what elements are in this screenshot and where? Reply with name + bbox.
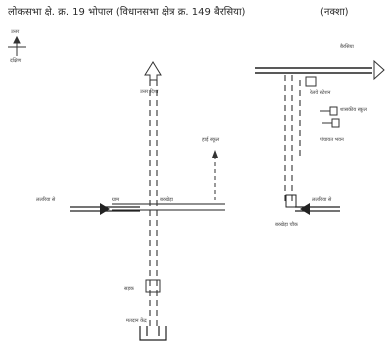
school-building-icon <box>320 106 338 116</box>
map-title: लोकसभा क्षे. क्र. 19 भोपाल (विधानसभा क्ष… <box>8 7 246 18</box>
school-label: शासकीय स्कूल <box>340 107 367 113</box>
north-arrow-icon <box>144 61 162 81</box>
compass-north-label: उत्तर <box>11 29 20 35</box>
side-label: हाई स्कूल <box>202 137 220 143</box>
right-road-arrow-icon <box>300 203 310 215</box>
compass-south-label: दक्षिण <box>10 58 22 64</box>
station-label: रेलवे स्टेशन <box>310 90 331 96</box>
compass-icon <box>8 35 26 56</box>
north-road <box>149 80 158 330</box>
left-road-arrow-icon <box>100 203 110 215</box>
top-right-arrow-label: बैरसिया <box>340 44 354 50</box>
bottom-mid-marker-icon <box>145 279 161 293</box>
left-road-label: ललरिया से <box>36 197 56 203</box>
top-right-road <box>255 67 372 74</box>
right-road-label: ललरिया से <box>312 197 332 203</box>
center-road-label: ग्राम <box>112 197 120 203</box>
right-junction-label: बरखेड़ा चौक <box>275 222 298 228</box>
side-arrow-icon <box>212 150 218 158</box>
main-road-right <box>295 206 340 212</box>
cross-road <box>112 203 225 211</box>
junction-marker-icon <box>285 194 297 208</box>
polling-booth-icon <box>139 326 167 341</box>
top-right-arrow-icon <box>373 59 385 81</box>
right-vertical-road <box>284 75 301 205</box>
map-type-label: (नक्शा) <box>320 7 349 18</box>
station-building-icon <box>305 76 317 87</box>
panchayat-building-icon <box>322 118 340 128</box>
polling-booth-label: मतदान केंद्र <box>126 318 147 324</box>
bottom-mid-label: सड़क <box>124 286 134 292</box>
junction-label: बरखेड़ा <box>160 197 173 203</box>
panchayat-label: पंचायत भवन <box>320 137 344 143</box>
north-arrow-label: उत्तर दिशा <box>140 89 159 95</box>
